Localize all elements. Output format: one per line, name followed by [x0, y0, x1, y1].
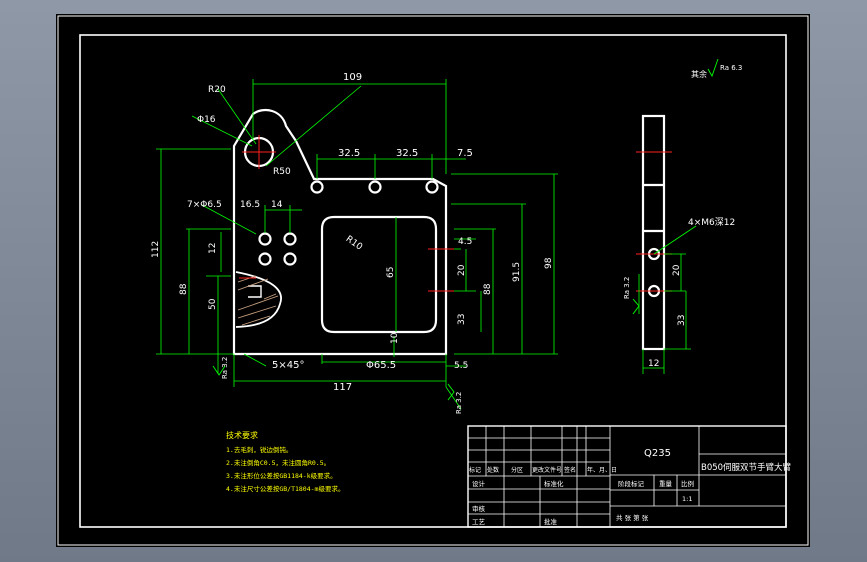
- scale-value: 1:1: [682, 495, 692, 503]
- side-outline: [641, 114, 666, 351]
- dim-65: 65: [386, 267, 396, 278]
- title-block-texts: Q235 B050伺服双节手臂大臂 标记 处数 分区 更改文件号 签名 年、月、…: [469, 448, 792, 526]
- dim-12-left: 12: [208, 243, 218, 254]
- roughness-value: Ra 6.3: [720, 64, 742, 72]
- dim-4-5: 4.5: [458, 237, 472, 247]
- dim-r50: R50: [273, 167, 291, 177]
- dim-r10: R10: [344, 234, 364, 253]
- cad-viewport[interactable]: 其余 Ra 6.3 109 R20 Φ16 R50 32.5 32.5 7.5 …: [56, 14, 810, 547]
- hole-top-3: [425, 180, 439, 194]
- dim-phi16: Φ16: [197, 115, 216, 125]
- side-dim-33: 33: [677, 315, 687, 326]
- dim-10: 10: [390, 332, 400, 344]
- dim-109: 109: [343, 72, 362, 83]
- role-review: 审核: [472, 504, 486, 513]
- notes-title: 技术要求: [226, 430, 258, 440]
- dim-phi65-5: Φ65.5: [366, 360, 396, 371]
- roughness-note: 其余: [691, 69, 707, 79]
- dim-14: 14: [271, 200, 283, 210]
- rev-header-6: 年、月、日: [587, 466, 617, 474]
- hole-left-3: [258, 252, 272, 266]
- note-3: 3.未注形位公差按GB1184-k级要求。: [226, 471, 337, 480]
- dim-33-mid: 33: [457, 314, 467, 325]
- material: Q235: [644, 448, 671, 459]
- dim-20-mid: 20: [457, 264, 467, 276]
- note-4: 4.未注尺寸公差按GB/T1804-m级要求。: [226, 484, 344, 493]
- rev-header-5: 签名: [564, 466, 576, 474]
- scale-label: 比例: [681, 479, 694, 488]
- section-detail: [235, 271, 282, 328]
- center-marks: [239, 135, 454, 292]
- dim-50: 50: [208, 298, 218, 310]
- stage-label: 阶段标记: [618, 479, 645, 488]
- part-name: B050伺服双节手臂大臂: [701, 462, 792, 473]
- dim-88-left: 88: [179, 283, 189, 295]
- rev-header-1: 标记: [469, 466, 481, 474]
- outer-frame: [57, 15, 809, 546]
- dim-32-5-a: 32.5: [338, 148, 360, 159]
- weight-label: 重量: [659, 480, 673, 488]
- rev-header-2: 处数: [487, 466, 499, 474]
- note-1: 1.去毛刺，锐边倒钝。: [226, 445, 292, 454]
- dim-91-5: 91.5: [512, 262, 522, 282]
- side-ra: Ra 3.2: [623, 277, 631, 299]
- dim-7-5: 7.5: [457, 148, 473, 159]
- dimension-lines: [156, 79, 558, 410]
- dim-hole-pattern: 7×Φ6.5: [187, 200, 222, 210]
- hole-left-1: [258, 232, 272, 246]
- rev-header-3: 分区: [511, 466, 523, 474]
- side-center-marks: [636, 151, 672, 292]
- ra-left: Ra 3.2: [221, 357, 229, 379]
- inner-frame: [79, 34, 787, 528]
- dim-98: 98: [544, 257, 554, 269]
- rev-header-4: 更改文件号: [532, 466, 562, 474]
- window-cutout: [320, 215, 438, 334]
- hole-left-2: [283, 232, 297, 246]
- role-approve: 批准: [544, 517, 558, 526]
- role-standard: 标准化: [544, 479, 564, 488]
- side-dimension-lines: [638, 225, 697, 374]
- side-thread-label: 4×M6深12: [688, 217, 735, 228]
- dimension-texts: 其余 Ra 6.3 109 R20 Φ16 R50 32.5 32.5 7.5 …: [151, 64, 742, 414]
- dim-5-5: 5.5: [454, 361, 468, 371]
- side-dim-20: 20: [672, 264, 682, 276]
- dim-88-mid: 88: [483, 283, 493, 295]
- dim-r20: R20: [208, 85, 226, 95]
- drawing-sheet: 其余 Ra 6.3 109 R20 Φ16 R50 32.5 32.5 7.5 …: [57, 15, 809, 546]
- technical-notes: 技术要求 1.去毛刺，锐边倒钝。 2.未注倒角C0.5，未注圆角R0.5。 3.…: [226, 430, 344, 493]
- dim-117: 117: [333, 382, 352, 393]
- hole-top-2: [368, 180, 382, 194]
- side-view: [641, 114, 666, 351]
- side-dim-12: 12: [648, 359, 659, 369]
- sheet-info: 共 张 第 张: [616, 513, 649, 522]
- dim-112: 112: [151, 241, 161, 258]
- role-design: 设计: [472, 479, 486, 488]
- hole-top-1: [310, 180, 324, 194]
- role-process: 工艺: [472, 518, 486, 526]
- title-block: [467, 425, 787, 528]
- hole-left-4: [283, 252, 297, 266]
- note-2: 2.未注倒角C0.5，未注圆角R0.5。: [226, 458, 330, 467]
- dim-chamfer: 5×45°: [272, 360, 304, 371]
- ra-bottom: Ra 3.2: [455, 392, 463, 414]
- dim-16-5: 16.5: [240, 200, 260, 210]
- dim-32-5-b: 32.5: [396, 148, 418, 159]
